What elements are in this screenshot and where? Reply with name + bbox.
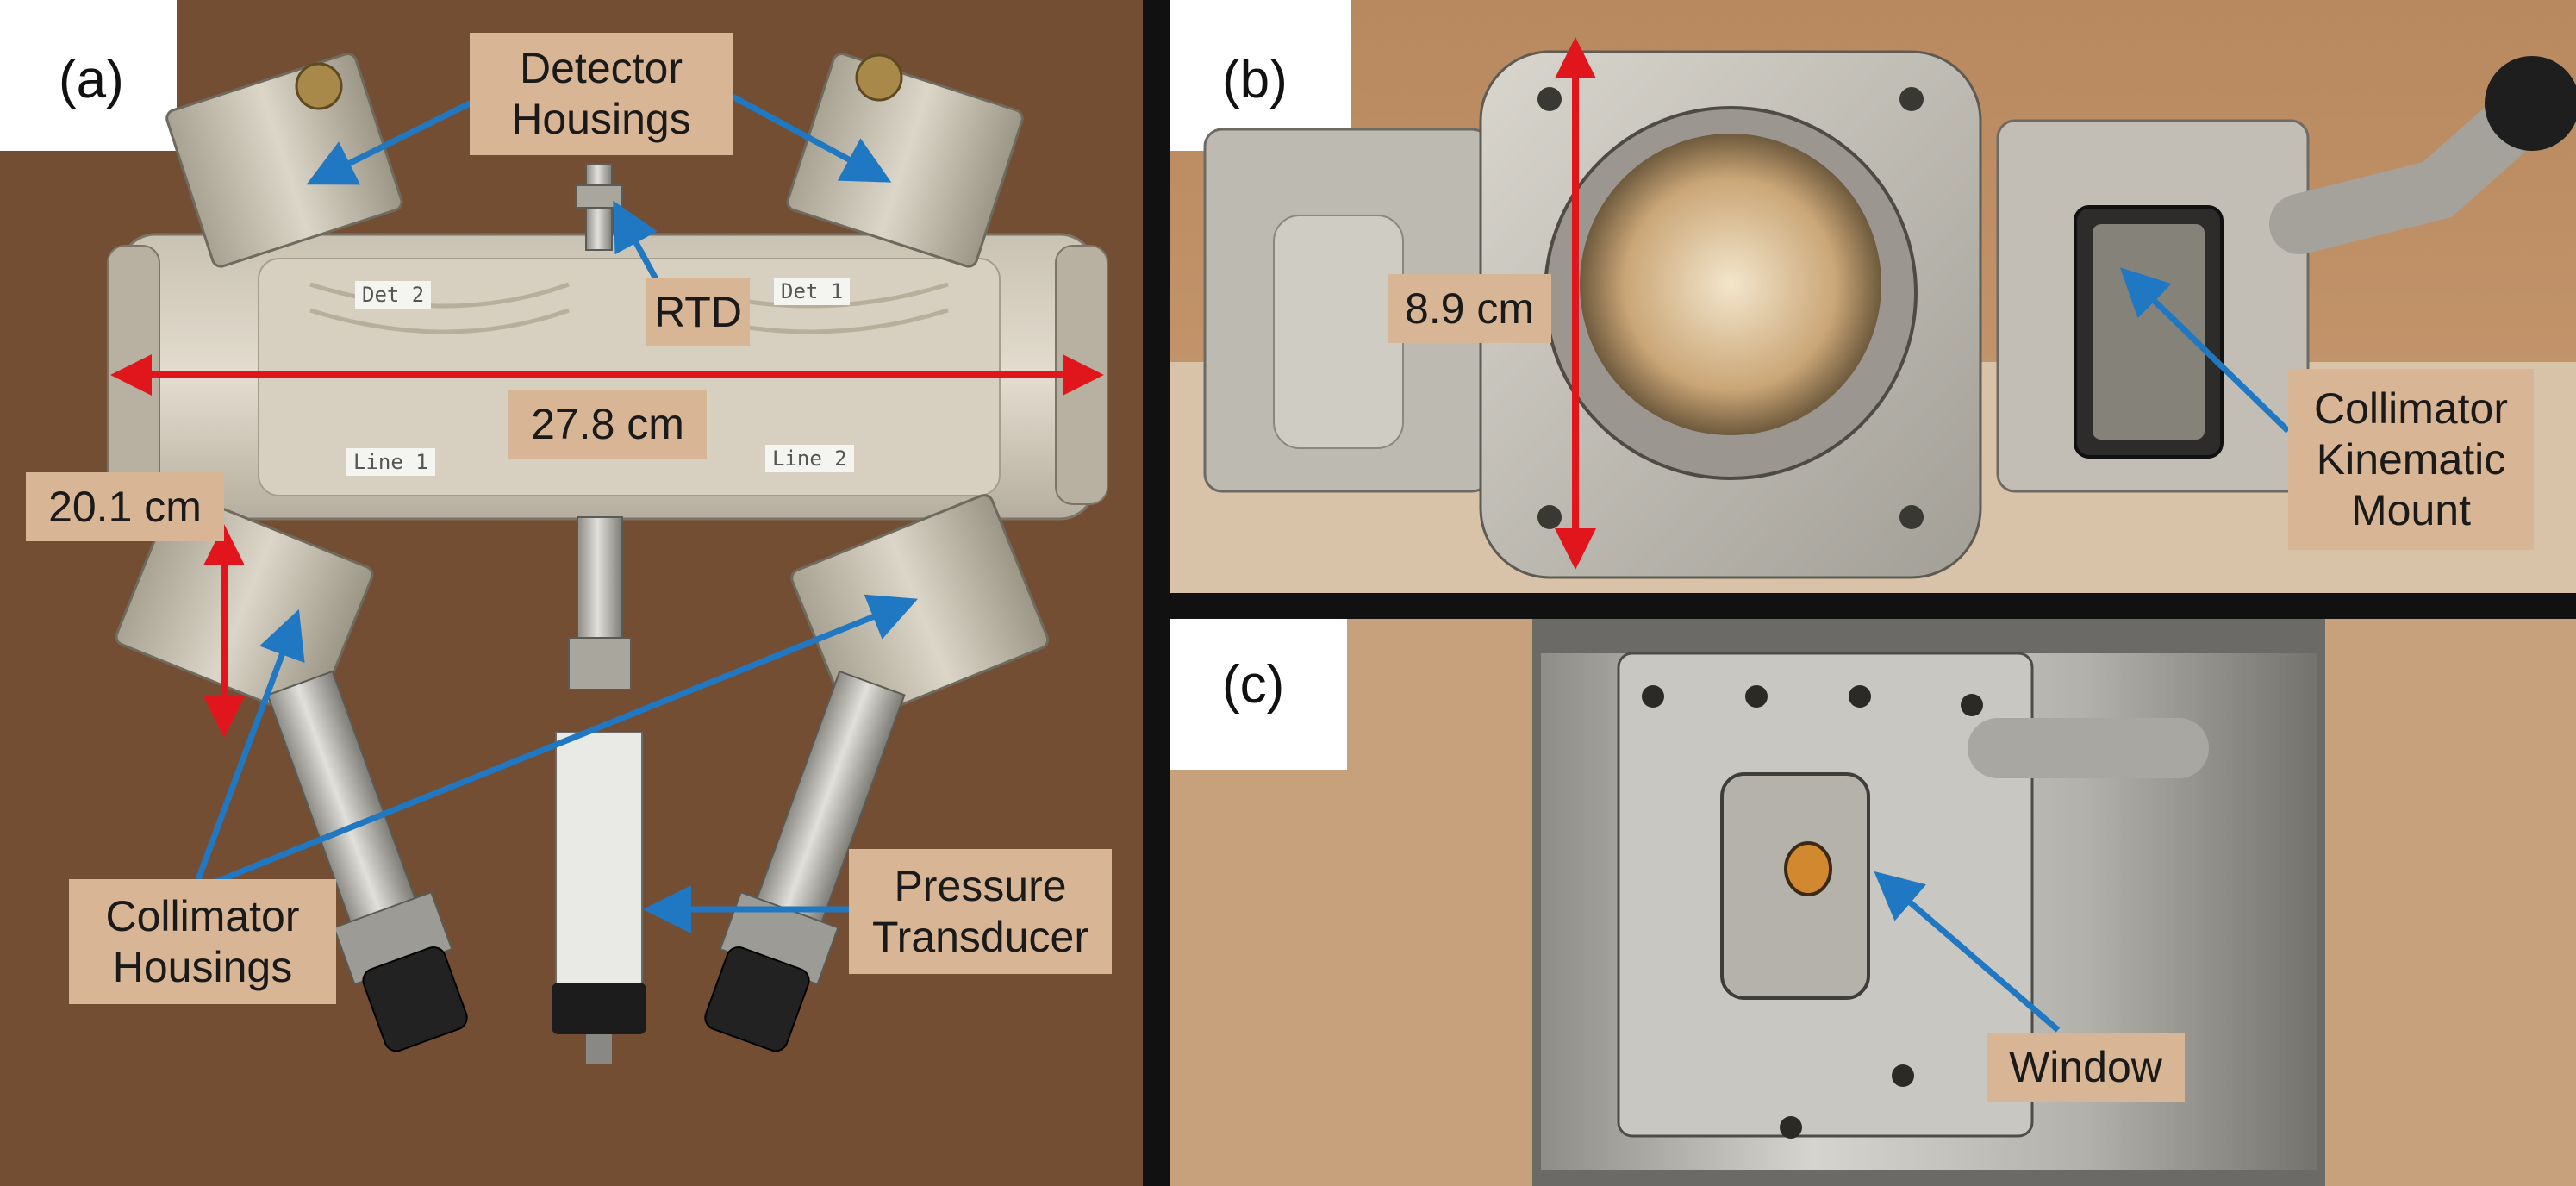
callout-pressure-transducer: Pressure Transducer xyxy=(849,849,1112,974)
callout-line: Kinematic xyxy=(2316,434,2506,484)
callout-line: Detector xyxy=(520,44,683,92)
callout-detector-housings: Detector Housings xyxy=(470,33,733,155)
callout-rtd: RTD xyxy=(646,278,750,346)
callout-line: Collimator xyxy=(105,891,300,940)
panel-label-a: (a) xyxy=(40,41,143,122)
callout-line: Housings xyxy=(112,942,293,991)
tape-label-det1: Det 1 xyxy=(774,278,851,305)
flow-cell-top-view-image xyxy=(0,0,1143,1186)
callout-line: Transducer xyxy=(871,912,1089,961)
panel-label-b: (b) xyxy=(1203,41,1307,122)
callout-line: Collimator xyxy=(2313,384,2509,433)
callout-line: 27.8 cm xyxy=(531,399,684,448)
callout-line: Window xyxy=(2009,1042,2162,1091)
tape-label-line1: Line 1 xyxy=(346,448,435,476)
callout-line: 20.1 cm xyxy=(48,482,202,531)
window-closeup-image xyxy=(1170,619,2576,1186)
panel-divider-horizontal xyxy=(1170,593,2576,619)
tape-label-line2: Line 2 xyxy=(765,445,854,472)
callout-length: 27.8 cm xyxy=(508,390,707,459)
panel-label-c: (c) xyxy=(1203,646,1304,727)
tape-label-det2: Det 2 xyxy=(355,281,432,309)
callout-width: 20.1 cm xyxy=(26,472,224,541)
callout-line: Pressure xyxy=(894,861,1067,910)
panel-c-photo xyxy=(1170,619,2576,1186)
callout-collimator-housings: Collimator Housings xyxy=(69,879,336,1004)
callout-line: Mount xyxy=(2351,485,2471,534)
callout-window: Window xyxy=(1987,1033,2185,1102)
callout-collimator-kinematic-mount: Collimator Kinematic Mount xyxy=(2288,369,2534,550)
callout-height: 8.9 cm xyxy=(1388,274,1551,343)
callout-line: RTD xyxy=(654,287,742,336)
callout-line: 8.9 cm xyxy=(1404,284,1535,333)
panel-divider xyxy=(1143,0,1170,1186)
callout-line: Housings xyxy=(511,95,691,143)
panel-a-photo xyxy=(0,0,1143,1186)
